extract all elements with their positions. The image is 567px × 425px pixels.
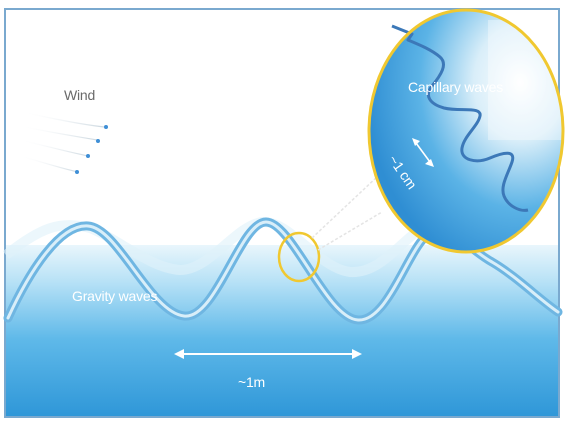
wind-dot [96, 139, 100, 143]
diagram-frame [4, 8, 560, 418]
wind-label: Wind [64, 87, 96, 103]
connector-line [311, 175, 379, 239]
wind-dot [75, 170, 79, 174]
gravity-scale-label: ~1m [238, 374, 266, 390]
capillary-scale-arrow [415, 142, 431, 163]
water-body [6, 245, 558, 416]
magnified-circle-outline [367, 8, 565, 254]
gravity-scale-arrow [174, 349, 362, 359]
wind-dot [104, 125, 108, 129]
capillary-wave [391, 24, 529, 212]
capillary-waves-label: Capillary waves [408, 79, 504, 95]
magnified-view [367, 8, 565, 254]
wind-dot [86, 154, 90, 158]
gravity-waves-label: Gravity waves [72, 288, 158, 304]
detail-circle [277, 231, 321, 283]
connector-line [317, 211, 383, 251]
wind-streaks [19, 111, 108, 174]
